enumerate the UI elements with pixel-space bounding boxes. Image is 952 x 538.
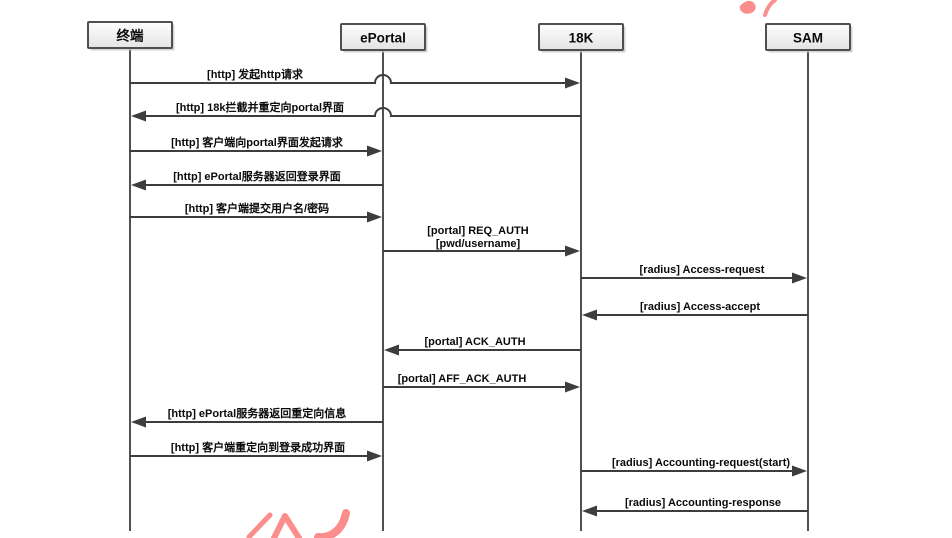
message-5: [http] 客户端提交用户名/密码 <box>130 201 382 223</box>
message-label-11: [http] ePortal服务器返回重定向信息 <box>168 406 346 420</box>
message-label-2: [http] 18k拦截并重定向portal界面 <box>176 100 344 114</box>
message-3: [http] 客户端向portal界面发起请求 <box>130 135 382 157</box>
message-label-14: [radius] Accounting-response <box>625 497 781 509</box>
arrowhead-icon <box>792 465 807 477</box>
message-label-1: [http] 发起http请求 <box>207 67 304 81</box>
message-1: [http] 发起http请求 <box>130 67 580 89</box>
arrowhead-icon <box>367 211 382 223</box>
message-10: [portal] AFF_ACK_AUTH <box>383 373 580 393</box>
arrowhead-icon <box>565 245 580 257</box>
arrowhead-icon <box>131 416 146 428</box>
actor-18k: 18K <box>538 23 626 53</box>
actor-box-18k <box>538 23 624 51</box>
message-11: [http] ePortal服务器返回重定向信息 <box>131 406 383 428</box>
arrowhead-icon <box>367 450 382 462</box>
message-4: [http] ePortal服务器返回登录界面 <box>131 169 383 191</box>
arrowhead-icon <box>367 145 382 157</box>
actor-box-eportal <box>340 23 426 51</box>
arrowhead-icon <box>582 309 597 321</box>
watermark-stroke <box>314 509 350 538</box>
message-9: [portal] ACK_AUTH <box>384 336 581 356</box>
watermark-stroke <box>763 0 777 17</box>
message-13: [radius] Accounting-request(start) <box>581 457 807 477</box>
message-label-12: [http] 客户端重定向到登录成功界面 <box>171 440 345 454</box>
message-label-10: [portal] AFF_ACK_AUTH <box>398 373 527 385</box>
message-8: [radius] Access-accept <box>582 301 808 321</box>
actor-label-terminal: 终端 <box>117 28 144 44</box>
actor-box-terminal <box>87 21 173 49</box>
watermark-stroke <box>246 512 273 538</box>
arrowhead-icon <box>384 344 399 356</box>
message-2: [http] 18k拦截并重定向portal界面 <box>131 100 581 122</box>
message-14: [radius] Accounting-response <box>582 497 808 517</box>
watermark-pink-marks <box>246 0 777 538</box>
message-7: [radius] Access-request <box>581 264 807 284</box>
message-label-6: [portal] REQ_AUTH <box>427 225 529 237</box>
message-label-4: [http] ePortal服务器返回登录界面 <box>173 169 340 183</box>
message-label-7: [radius] Access-request <box>640 264 765 276</box>
actor-label-eportal: ePortal <box>360 31 406 46</box>
message-line-2 <box>146 107 581 117</box>
message-label-3: [http] 客户端向portal界面发起请求 <box>171 135 344 149</box>
actor-box-sam <box>765 23 851 51</box>
watermark-stroke <box>271 513 302 538</box>
actor-label-sam: SAM <box>793 31 823 46</box>
arrowhead-icon <box>565 77 580 89</box>
actor-eportal: ePortal <box>340 23 428 53</box>
message-label2-6: [pwd/username] <box>436 238 521 250</box>
arrowhead-icon <box>565 381 580 393</box>
arrowhead-icon <box>131 110 146 122</box>
watermark-blob <box>739 0 756 14</box>
actor-label-18k: 18K <box>569 31 594 46</box>
message-label-5: [http] 客户端提交用户名/密码 <box>185 201 329 215</box>
arrowhead-icon <box>131 179 146 191</box>
actor-terminal: 终端 <box>87 21 175 51</box>
message-label-13: [radius] Accounting-request(start) <box>612 457 790 469</box>
message-label-8: [radius] Access-accept <box>640 301 760 313</box>
message-12: [http] 客户端重定向到登录成功界面 <box>130 440 382 462</box>
message-line-1 <box>130 74 565 84</box>
arrowhead-icon <box>792 272 807 284</box>
message-6: [portal] REQ_AUTH[pwd/username] <box>383 225 580 257</box>
actor-sam: SAM <box>765 23 853 53</box>
message-label-9: [portal] ACK_AUTH <box>424 336 525 348</box>
arrowhead-icon <box>582 505 597 517</box>
